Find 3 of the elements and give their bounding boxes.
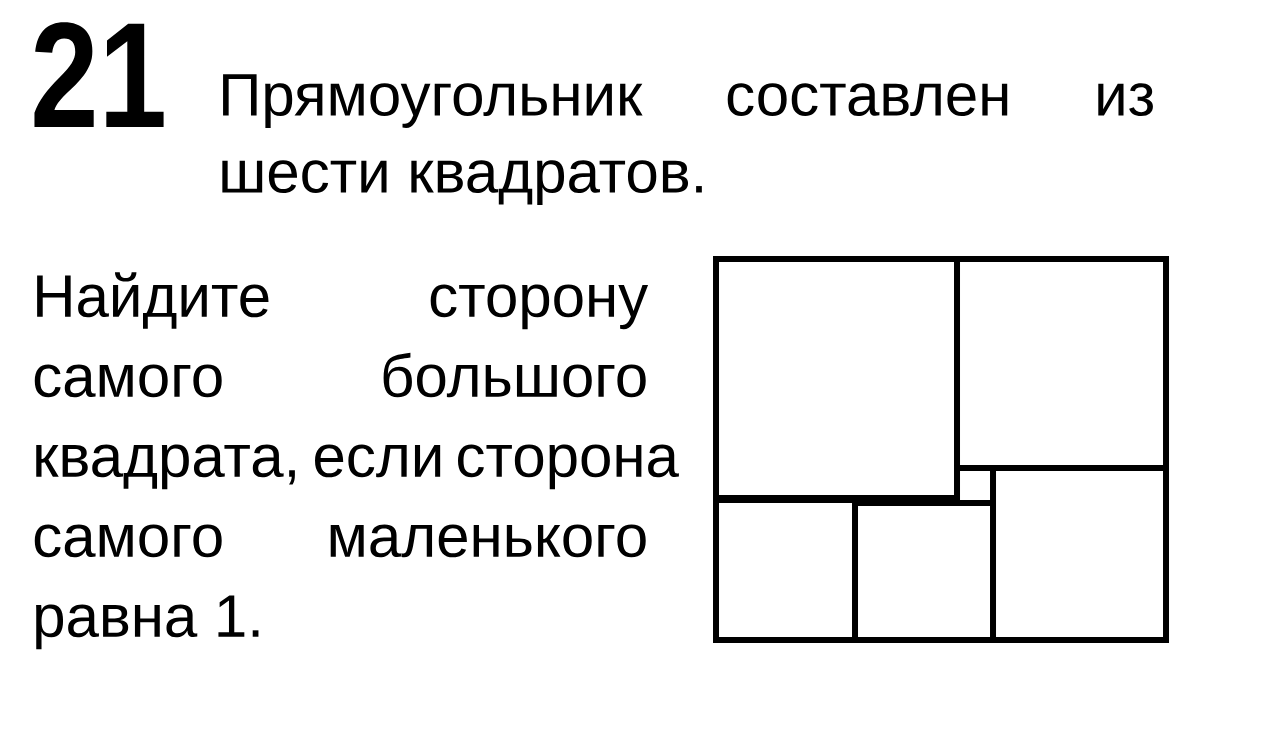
task-number: 21 (34, 22, 164, 127)
task-text: Прямоугольник составлен из шести квадратов. (222, 74, 1153, 205)
task-text: Найдите сторону самого большого квадрата, если сторона самого маленького равна 1. (34, 272, 679, 650)
